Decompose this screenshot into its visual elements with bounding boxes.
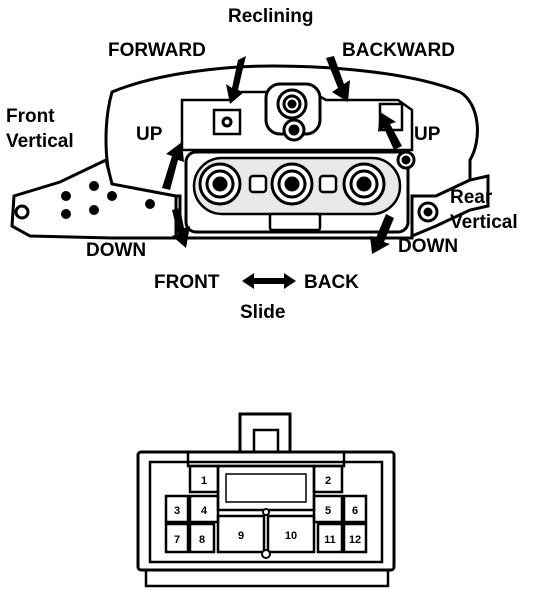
front-label: FRONT — [154, 272, 220, 293]
reclining-knob — [264, 82, 322, 142]
connector-pin-numbers: 1 2 3 4 5 6 7 8 9 10 11 12 — [174, 475, 361, 546]
knob-center — [270, 162, 314, 206]
front-vertical-label-line1: Front — [6, 106, 55, 127]
pin-label-2: 2 — [325, 475, 331, 487]
left-mounting-bracket — [10, 157, 178, 240]
pin-cell-6 — [342, 494, 368, 524]
pin-label-12: 12 — [349, 534, 361, 546]
pin-label-7: 7 — [174, 534, 180, 546]
pin-cell-10 — [266, 514, 316, 554]
pin-cell-8 — [188, 522, 216, 554]
forward-label: FORWARD — [108, 40, 206, 61]
pin-cell-5 — [312, 494, 344, 524]
rear-down-arrow — [370, 214, 394, 254]
rear-up-arrow — [378, 112, 402, 150]
connector — [136, 412, 396, 588]
reclining-label: Reclining — [228, 6, 314, 27]
pin-cell-4 — [188, 494, 220, 524]
pin-label-5: 5 — [325, 505, 331, 517]
pin-label-4: 4 — [201, 505, 208, 517]
up-right-label: UP — [414, 124, 441, 145]
down-left-label: DOWN — [86, 240, 146, 261]
pin-label-11: 11 — [324, 534, 336, 546]
pin-cell-9 — [216, 514, 266, 554]
pin-cell-2 — [312, 464, 344, 494]
pin-cell-12 — [342, 522, 368, 554]
slide-double-arrow — [242, 273, 296, 289]
pin-label-1: 1 — [201, 475, 207, 487]
down-right-label: DOWN — [398, 236, 458, 257]
rear-vertical-label-line2: Vertical — [450, 212, 518, 233]
switch-assembly — [10, 64, 490, 240]
switch-labels: Reclining FORWARD BACKWARD Front Vertica… — [6, 6, 518, 323]
up-left-label: UP — [136, 124, 163, 145]
direction-arrows — [162, 56, 402, 289]
slide-label: Slide — [240, 302, 285, 323]
backward-label: BACKWARD — [342, 40, 455, 61]
knob-front — [198, 162, 242, 206]
pin-label-6: 6 — [352, 505, 358, 517]
backward-arrow — [326, 56, 350, 102]
knob-rear — [342, 162, 386, 206]
pin-cell-7 — [164, 522, 190, 554]
connector-latch — [238, 412, 292, 458]
front-down-arrow — [172, 208, 190, 248]
rear-vertical-label-line1: Rear — [450, 187, 493, 208]
pin-label-10: 10 — [285, 530, 297, 542]
pin-cell-11 — [316, 522, 344, 554]
front-vertical-label-line2: Vertical — [6, 131, 74, 152]
back-label: BACK — [304, 272, 359, 293]
pin-cell-1 — [188, 464, 220, 494]
pin-label-9: 9 — [238, 530, 244, 542]
pin-label-3: 3 — [174, 505, 180, 517]
front-up-arrow — [162, 142, 184, 190]
pin-cell-3 — [164, 494, 190, 524]
pin-label-8: 8 — [199, 534, 205, 546]
forward-arrow — [226, 56, 246, 104]
